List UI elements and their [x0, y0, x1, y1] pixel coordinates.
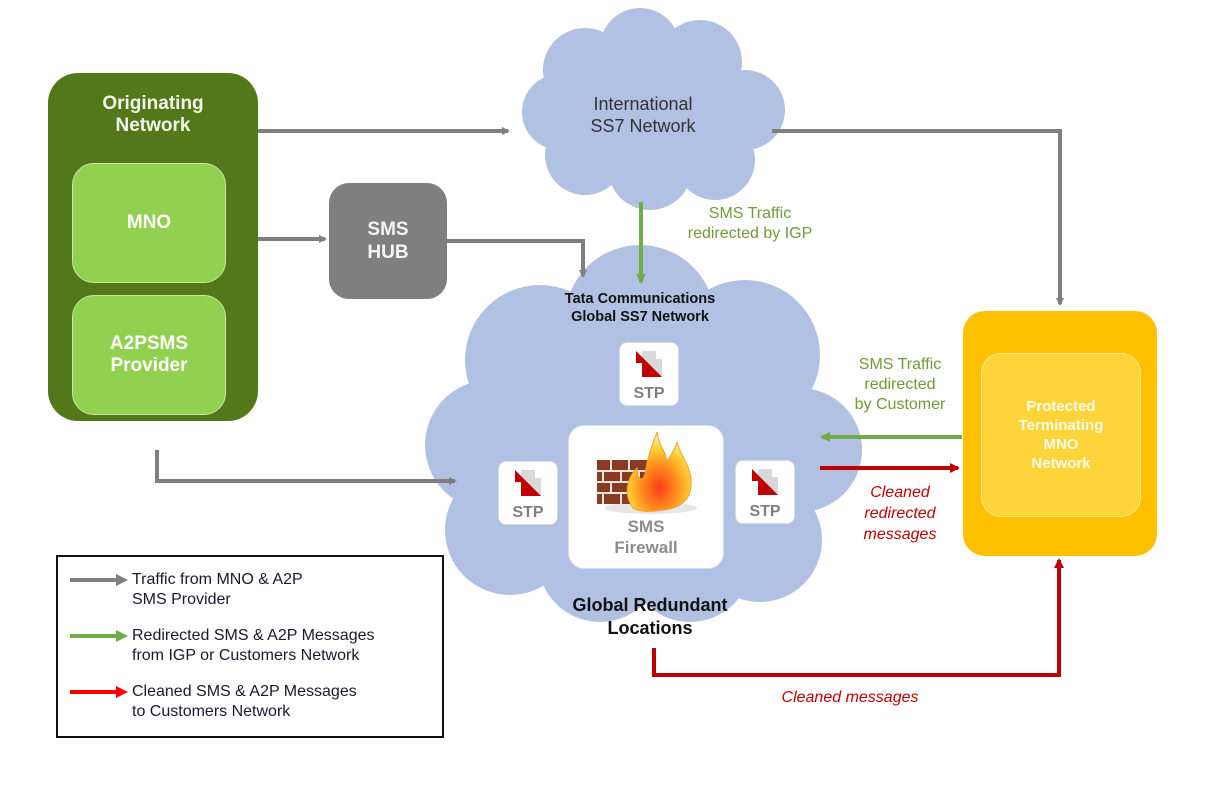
mno-label: MNO	[126, 212, 172, 233]
firewall-label-line: SMS	[627, 517, 665, 536]
label-line: Terminating	[1018, 417, 1104, 434]
annotation-line: redirected by IGP	[687, 225, 813, 242]
a2p-label-line: Provider	[110, 355, 188, 376]
label-line: Global Redundant	[572, 595, 728, 615]
legend-text-line: Redirected SMS & A2P Messages	[132, 627, 375, 644]
legend: Traffic from MNO & A2P SMS Provider Redi…	[56, 555, 444, 738]
firewall-icon	[597, 431, 697, 514]
annotation-line: SMS Traffic	[858, 356, 942, 373]
sms-hub-label-line: HUB	[367, 242, 409, 263]
international-ss7-cloud	[522, 8, 785, 210]
label-line: Protected	[1026, 398, 1096, 415]
igp-redirect-annotation: SMS Traffic redirected by IGP	[660, 204, 840, 244]
sms-hub-label-line: SMS	[367, 219, 409, 240]
label-line: Tata Communications	[564, 291, 716, 307]
originating-network-title: Originating Network	[48, 93, 258, 137]
annotation-line: messages	[863, 526, 937, 543]
legend-text-line: Cleaned SMS & A2P Messages	[132, 683, 357, 700]
firewall-label-line: Firewall	[614, 538, 678, 557]
cleaned-redirected-annotation: Cleaned redirected messages	[840, 482, 960, 545]
arrow-orig-to-tata	[155, 450, 457, 485]
sms-hub: SMS HUB	[329, 183, 447, 299]
label-line: Global SS7 Network	[571, 309, 709, 325]
green-arrow-icon	[70, 630, 128, 642]
stp-icon	[636, 351, 662, 377]
flame	[626, 431, 692, 512]
label-line: SS7 Network	[590, 116, 696, 136]
stp-label: STP	[512, 504, 544, 521]
title-line: Originating	[102, 93, 204, 114]
stp-label: STP	[749, 503, 781, 520]
arrow-hub-to-tata	[447, 239, 587, 278]
originating-network: Originating Network MNO A2PSMS Provider	[48, 73, 258, 421]
legend-text-line: to Customers Network	[132, 703, 291, 720]
annotation-line: redirected	[864, 505, 936, 522]
legend-text-line: SMS Provider	[132, 591, 231, 608]
arrow-cleaned-messages	[652, 558, 1064, 677]
sms-firewall: SMS Firewall	[568, 425, 724, 569]
annotation-line: Cleaned messages	[781, 689, 919, 706]
annotation-line: by Customer	[854, 396, 946, 413]
title-line: Network	[115, 115, 191, 136]
a2p-sms-provider-box: A2PSMS Provider	[72, 295, 226, 415]
stp-node-left: STP	[498, 461, 558, 525]
label-line: Network	[1031, 455, 1091, 472]
a2p-label-line: A2PSMS	[109, 333, 189, 354]
tata-network-label: Tata Communications Global SS7 Network	[480, 290, 800, 326]
mno-box: MNO	[72, 163, 226, 283]
global-redundant-label: Global Redundant Locations	[530, 594, 770, 640]
stp-icon	[752, 469, 778, 495]
label-line: Locations	[607, 618, 693, 638]
customer-redirect-annotation: SMS Traffic redirected by Customer	[830, 355, 970, 415]
legend-text-line: from IGP or Customers Network	[132, 647, 360, 664]
red-arrow-icon	[70, 686, 128, 698]
annotation-line: redirected	[864, 376, 936, 393]
arrow-intl-to-terminating	[772, 129, 1064, 306]
stp-node-top: STP	[619, 342, 679, 406]
legend-item-traffic: Traffic from MNO & A2P SMS Provider	[68, 570, 303, 610]
cleaned-messages-annotation: Cleaned messages	[740, 687, 960, 708]
stp-icon	[515, 470, 541, 496]
legend-item-cleaned: Cleaned SMS & A2P Messages to Customers …	[68, 682, 357, 722]
legend-text-line: Traffic from MNO & A2P	[132, 571, 303, 588]
label-line: International	[593, 94, 693, 114]
international-ss7-label: International SS7 Network	[548, 93, 738, 137]
gray-arrow-icon	[70, 574, 128, 586]
legend-item-redirected: Redirected SMS & A2P Messages from IGP o…	[68, 626, 375, 666]
stp-label: STP	[633, 385, 665, 402]
terminating-mno-network: Protected Terminating MNO Network	[963, 311, 1157, 556]
label-line: MNO	[1043, 436, 1079, 453]
stp-node-right: STP	[735, 460, 795, 524]
annotation-line: SMS Traffic	[708, 205, 792, 222]
protected-terminating-box: Protected Terminating MNO Network	[981, 353, 1141, 517]
annotation-line: Cleaned	[870, 484, 930, 501]
